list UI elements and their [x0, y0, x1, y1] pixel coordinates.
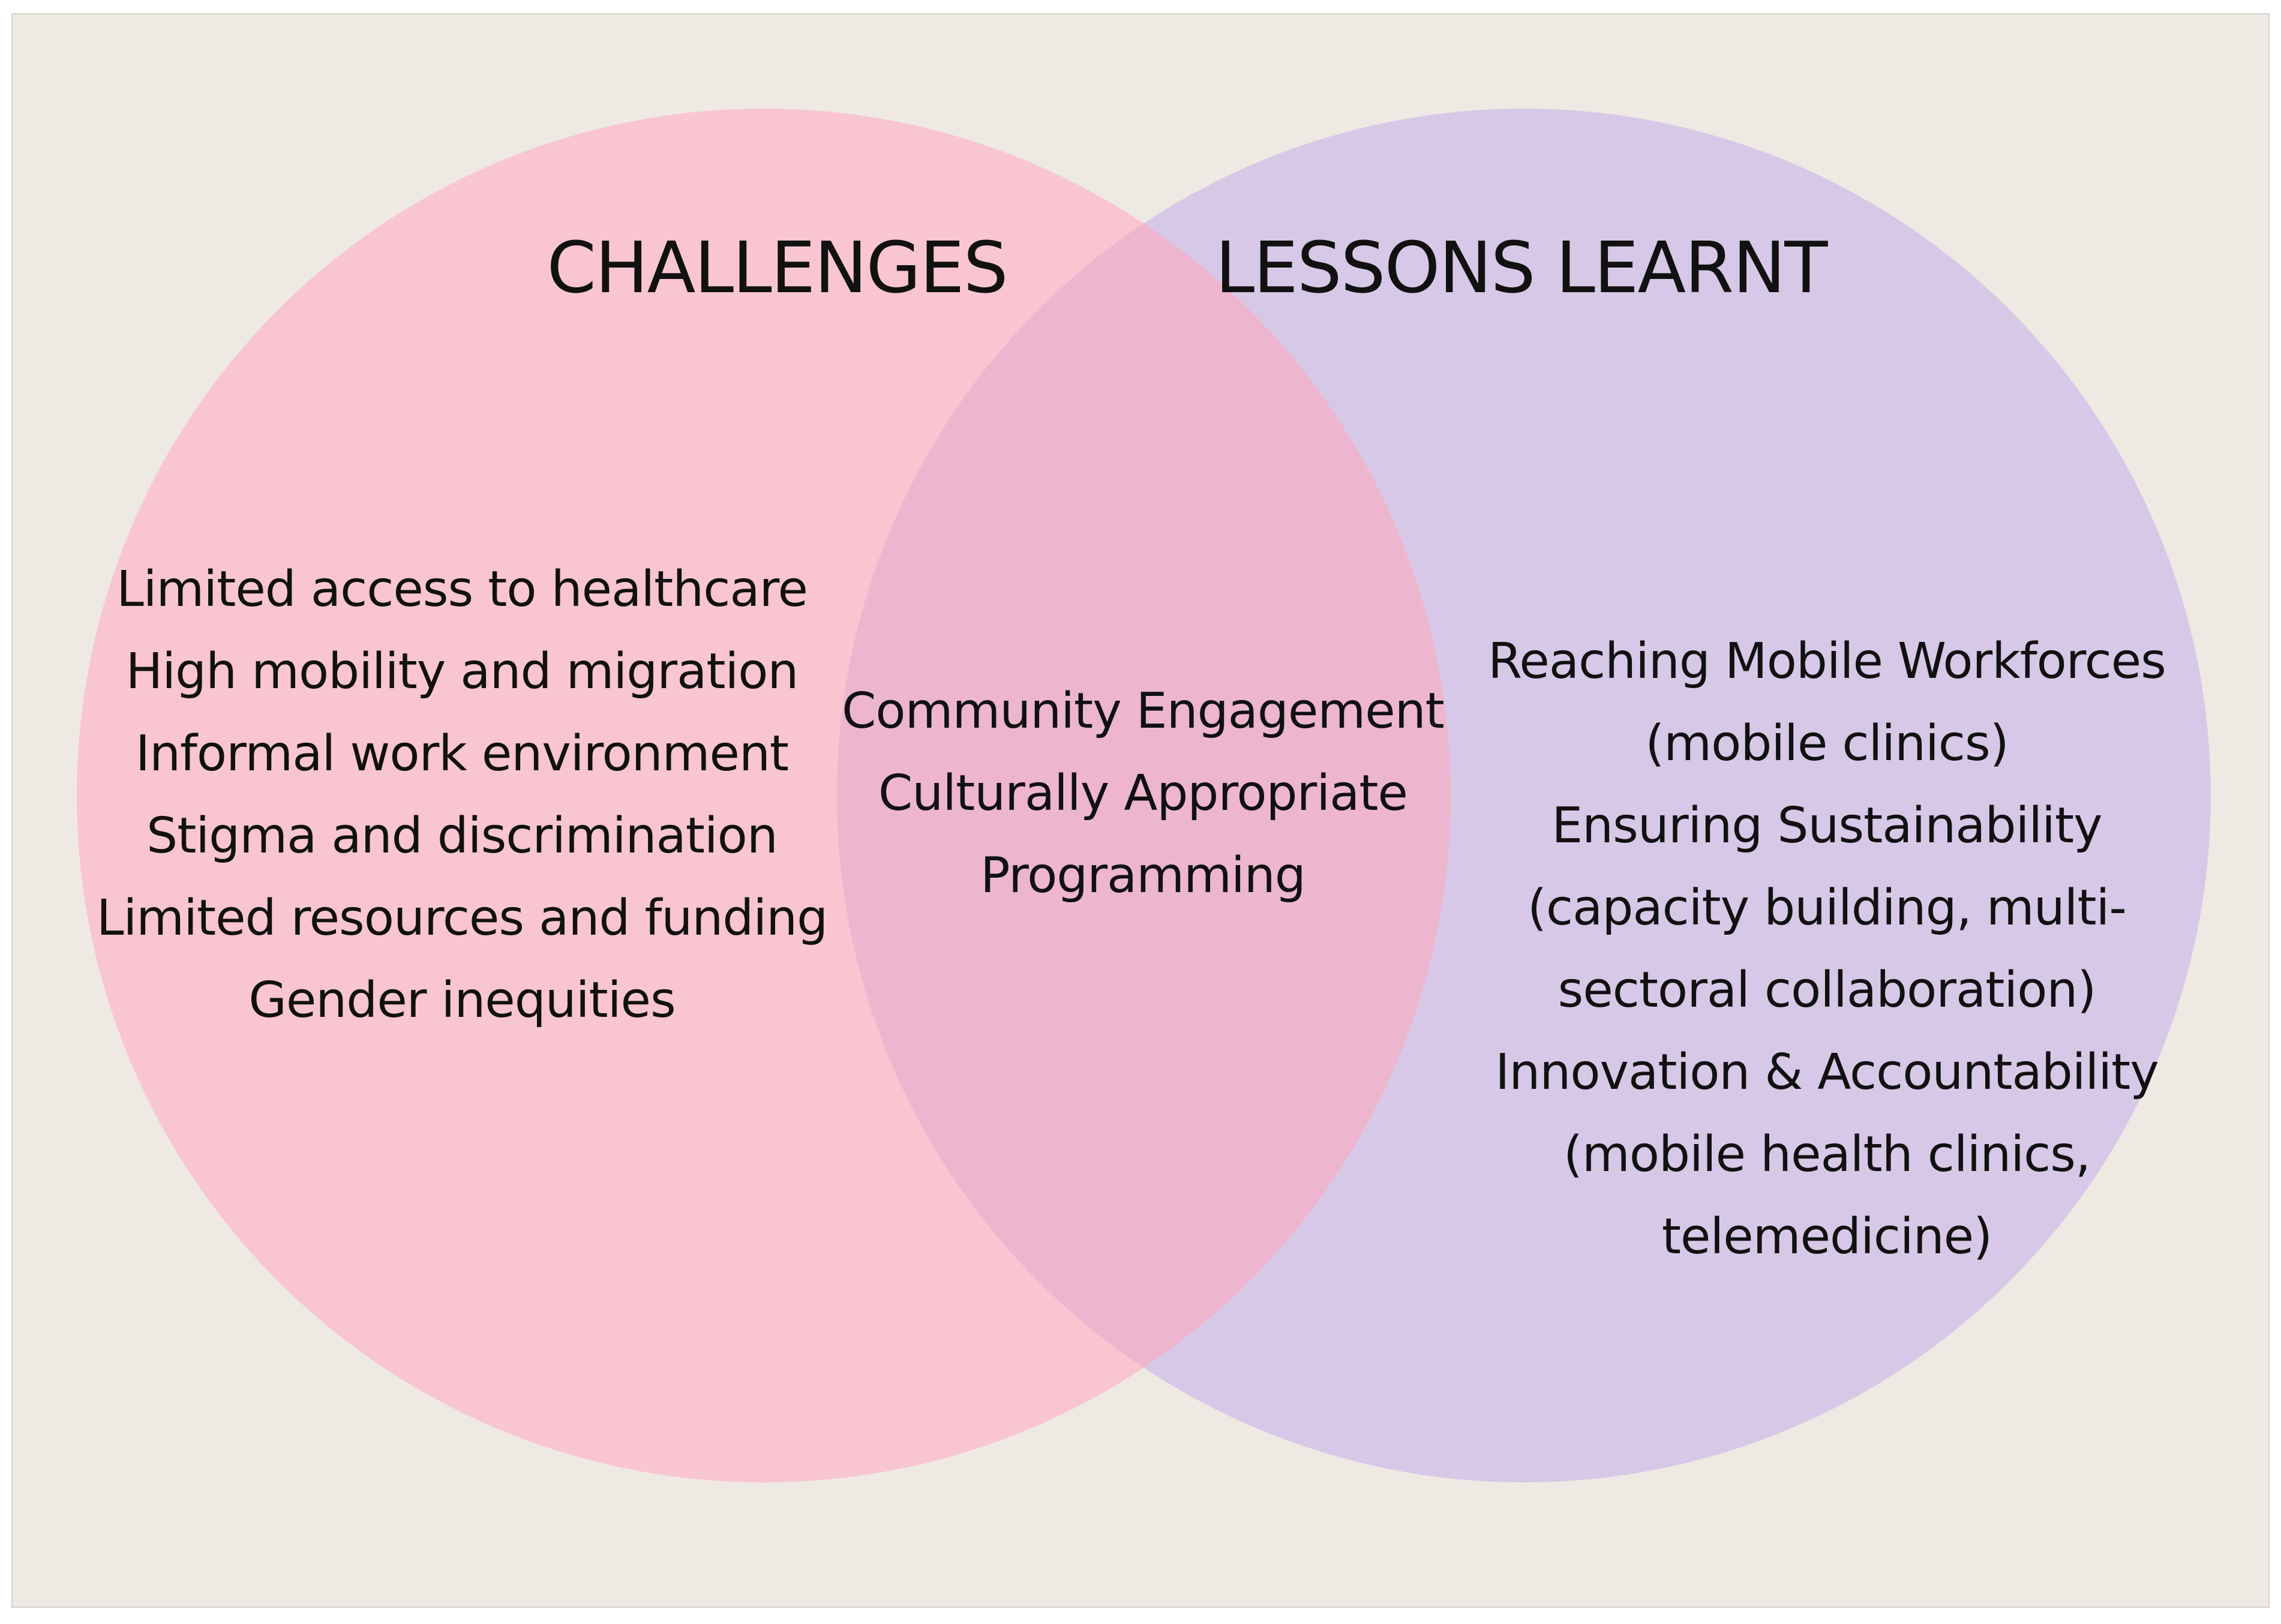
lesson-item-5: sectoral collaboration): [1558, 962, 2096, 1019]
lesson-item-3: Ensuring Sustainability: [1551, 797, 2102, 854]
lesson-item-6: Innovation & Accountability: [1495, 1044, 2159, 1101]
challenge-item-3: Informal work environment: [136, 725, 788, 782]
overlap-item-1: Community Engagement: [842, 683, 1444, 740]
overlap-region: [837, 109, 1451, 1482]
lessons-learnt-list: Reaching Mobile Workforces (mobile clinic…: [1488, 633, 2166, 1265]
lesson-item-2: (mobile clinics): [1645, 715, 2008, 772]
figure-border: [11, 13, 2270, 1608]
challenge-item-5: Limited resources and funding: [97, 890, 827, 947]
lesson-item-4: (capacity building, multi-: [1527, 879, 2126, 936]
lesson-item-7: (mobile health clinics,: [1563, 1126, 2090, 1183]
lesson-item-8: telemedicine): [1662, 1208, 1992, 1265]
challenge-item-4: Stigma and discrimination: [146, 808, 778, 864]
lesson-item-1: Reaching Mobile Workforces: [1488, 633, 2166, 690]
overlap-item-2: Culturally Appropriate: [878, 765, 1407, 822]
lessons-learnt-heading: LESSONS LEARNT: [1215, 226, 1828, 309]
challenge-item-6: Gender inequities: [248, 972, 675, 1029]
challenges-heading: CHALLENGES: [547, 226, 1007, 309]
challenge-item-2: High mobility and migration: [126, 643, 799, 700]
overlap-item-3: Programming: [980, 847, 1305, 904]
challenge-item-1: Limited access to healthcare: [116, 561, 808, 618]
